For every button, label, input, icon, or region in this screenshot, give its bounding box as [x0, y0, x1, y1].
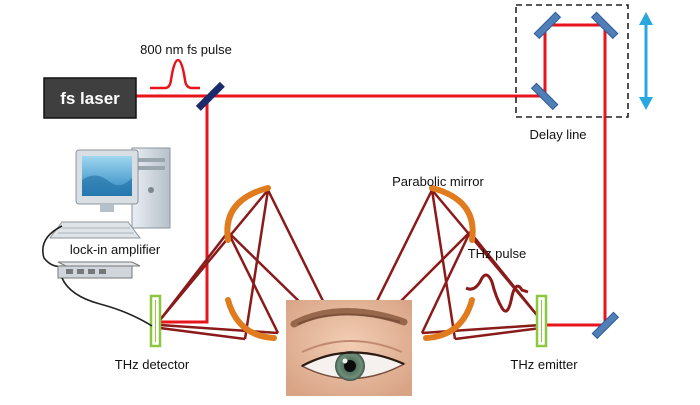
- beam-probe-down: [160, 96, 209, 324]
- emitter-label: THz emitter: [510, 357, 578, 372]
- double-headed-arrow-icon: [639, 12, 653, 110]
- thz-detector: THz detector: [115, 294, 190, 372]
- thz-beam-paths: [159, 189, 542, 341]
- detector-cable: [61, 277, 153, 327]
- laser-beam-path: [135, 23, 607, 327]
- fs-pulse-waveform: 800 nm fs pulse: [140, 42, 232, 90]
- delay-line-label: Delay line: [529, 127, 586, 142]
- thz-pulse-waveform: THz pulse: [465, 246, 529, 313]
- detector-label: THz detector: [115, 357, 190, 372]
- beam-splitter: [195, 81, 225, 111]
- fs-laser: fs laser: [43, 77, 137, 119]
- delay-mirror-top-left: [533, 11, 562, 40]
- laser-label: fs laser: [60, 89, 120, 108]
- parabolic-mirror-label: Parabolic mirror: [392, 174, 484, 189]
- computer-cable: [42, 225, 63, 268]
- parabolic-mirror-right: [423, 185, 476, 341]
- desktop-computer-icon: [49, 147, 171, 239]
- parabolic-mirror-left: [224, 185, 277, 341]
- thz-pulse-label: THz pulse: [468, 246, 527, 261]
- steering-mirror: [591, 311, 620, 340]
- delay-line: Delay line: [515, 4, 629, 142]
- thz-emitter: THz emitter: [510, 294, 578, 372]
- pulse-label: 800 nm fs pulse: [140, 42, 232, 57]
- delay-mirror-bottom: [530, 82, 559, 111]
- delay-mirror-top-right: [590, 11, 619, 40]
- human-eye-photo: [286, 300, 412, 396]
- lockin-amplifier-device: [57, 261, 141, 279]
- lockin-label: lock-in amplifier: [70, 242, 161, 257]
